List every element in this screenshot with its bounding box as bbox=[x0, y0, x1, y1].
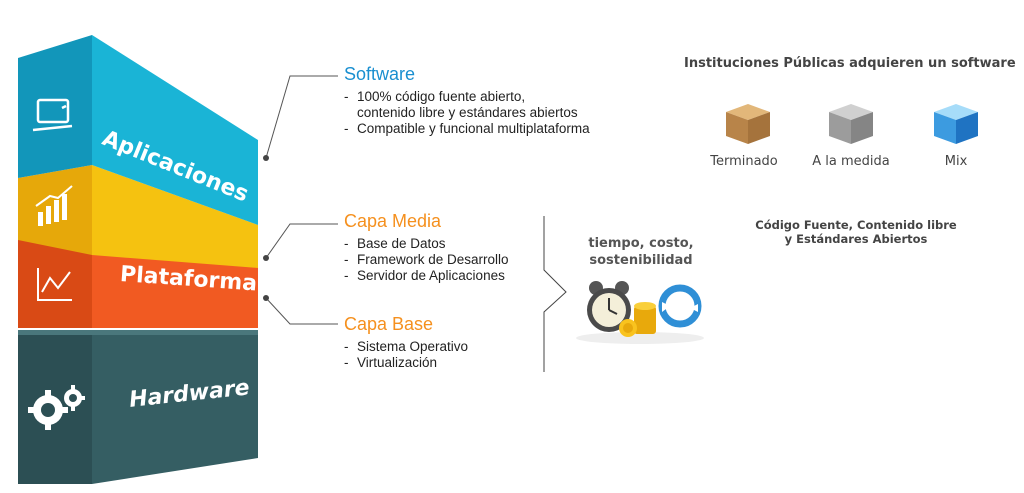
cost-label-line1: tiempo, costo, bbox=[588, 236, 694, 251]
blue-box-icon bbox=[934, 104, 978, 144]
cost-label: tiempo, costo, sostenibilidad bbox=[586, 235, 696, 269]
gears-icon bbox=[28, 385, 85, 430]
software-connector bbox=[263, 75, 338, 161]
software-title: Software bbox=[344, 64, 416, 84]
layer-aplicaciones bbox=[18, 35, 258, 225]
note-line1: Código Fuente, Contenido libre bbox=[755, 218, 957, 232]
refresh-icon bbox=[658, 284, 702, 328]
capa-base-callout: Capa Base Sistema Operativo Virtualizaci… bbox=[344, 314, 468, 371]
capa-base-connector bbox=[263, 295, 338, 325]
capa-base-title: Capa Base bbox=[344, 314, 434, 334]
software-callout: Software 100% código fuente abierto, con… bbox=[344, 64, 590, 137]
capa-media-callout: Capa Media Base de Datos Framework de De… bbox=[344, 211, 509, 284]
bar-chart-icon bbox=[35, 185, 73, 226]
capa-media-list: Base de Datos Framework de Desarrollo Se… bbox=[344, 236, 509, 284]
software-item: 100% código fuente abierto, contenido li… bbox=[344, 89, 590, 121]
capa-media-item: Framework de Desarrollo bbox=[344, 252, 509, 268]
capa-media-connector bbox=[263, 223, 338, 261]
software-item: Compatible y funcional multiplataforma bbox=[344, 121, 590, 137]
alarm-clock-icon bbox=[587, 281, 631, 332]
laptop-icon bbox=[32, 98, 73, 132]
capa-media-item: Servidor de Aplicaciones bbox=[344, 268, 509, 284]
layer-stack bbox=[18, 35, 258, 484]
capa-base-list: Sistema Operativo Virtualización bbox=[344, 339, 468, 371]
cost-label-line2: sostenibilidad bbox=[589, 253, 693, 268]
institutions-title: Instituciones Públicas adquieren un soft… bbox=[684, 56, 1016, 71]
bracket bbox=[543, 216, 567, 372]
note-line2: y Estándares Abiertos bbox=[784, 232, 928, 246]
capa-base-item: Sistema Operativo bbox=[344, 339, 468, 355]
option-a-la-medida: A la medida bbox=[812, 154, 890, 169]
institution-boxes bbox=[726, 104, 978, 144]
option-mix: Mix bbox=[944, 154, 968, 169]
coins-icon bbox=[619, 302, 656, 337]
capa-base-item: Virtualización bbox=[344, 355, 468, 371]
institutions-note: Código Fuente, Contenido libre y Estánda… bbox=[746, 218, 966, 246]
option-terminado: Terminado bbox=[710, 154, 778, 169]
capa-media-item: Base de Datos bbox=[344, 236, 509, 252]
software-list: 100% código fuente abierto, contenido li… bbox=[344, 89, 590, 137]
capa-media-title: Capa Media bbox=[344, 211, 442, 231]
brown-box-icon bbox=[726, 104, 770, 144]
gray-box-icon bbox=[829, 104, 873, 144]
line-chart-icon bbox=[37, 268, 72, 301]
cost-illustration bbox=[576, 281, 704, 344]
